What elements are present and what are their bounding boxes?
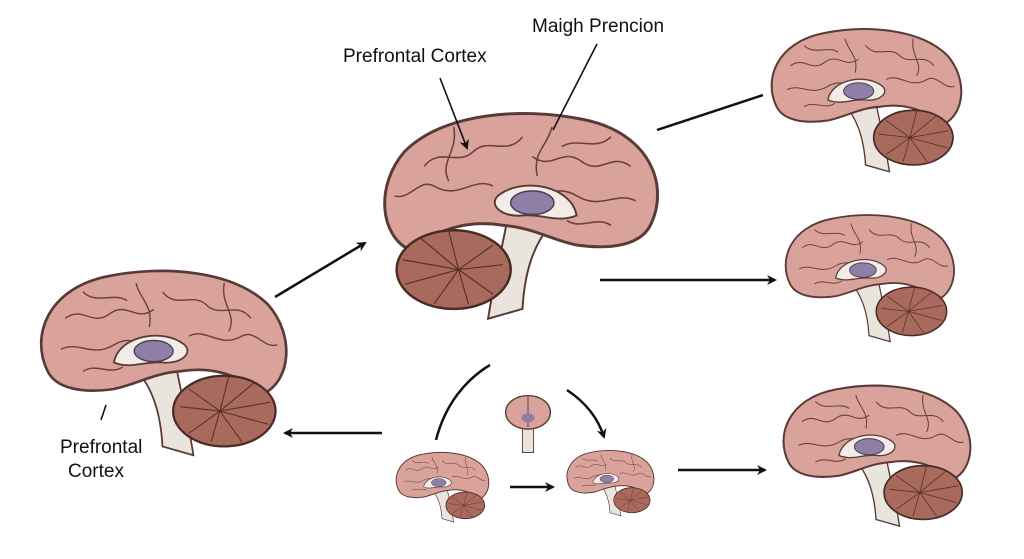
arrow-curve [566, 388, 607, 439]
label-prefrontal-left-1: Prefrontal [60, 437, 143, 458]
label-prefrontal-left-2: Cortex [68, 461, 124, 482]
brain-small-left [395, 451, 490, 523]
brain-small-right [566, 449, 655, 517]
pointer-maigh [552, 43, 598, 131]
brain-left [39, 269, 288, 457]
brain-center [382, 111, 660, 321]
label-maigh-prencion: Maigh Prencion [532, 16, 665, 37]
brain-front-view [504, 394, 552, 454]
connector-line [656, 93, 764, 132]
arrow-left-to-center [274, 241, 367, 299]
brain-right-middle [784, 214, 956, 343]
brain-right-top [770, 28, 963, 173]
pointer-left-prefrontal [100, 404, 107, 421]
brain-right-bottom [782, 384, 972, 528]
curve-line [434, 363, 491, 441]
label-prefrontal-cortex-top: Prefrontal Cortex [343, 46, 487, 67]
pointer-prefrontal [439, 77, 469, 150]
